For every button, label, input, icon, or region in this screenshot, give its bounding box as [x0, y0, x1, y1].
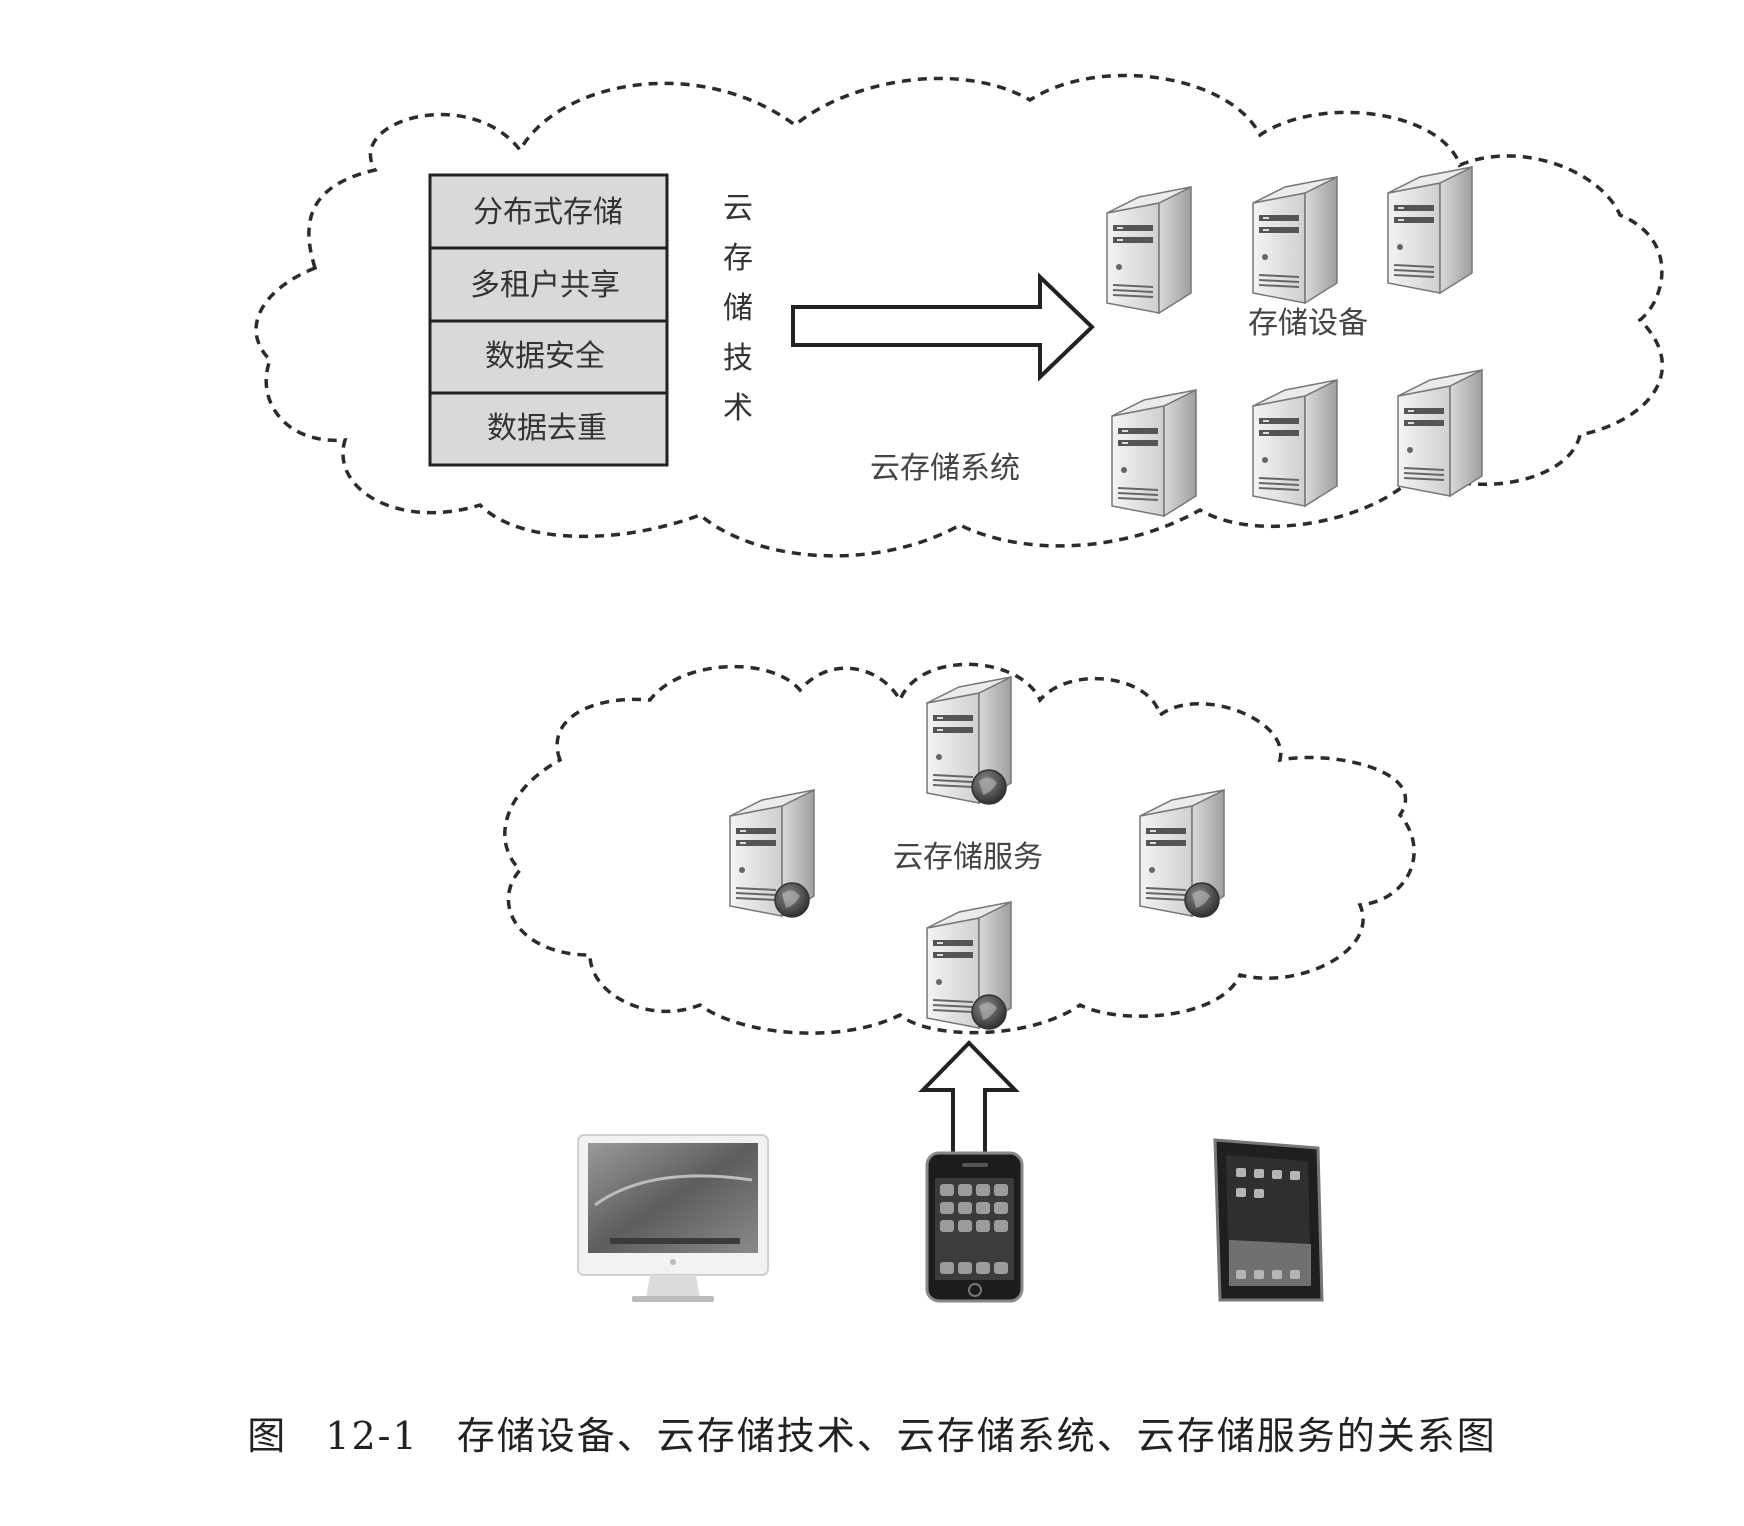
- server-icon: [1387, 166, 1473, 294]
- cloud-storage-tech-label: 云 存 储 技 术: [723, 191, 753, 426]
- tech-item-dedup-box: [428, 391, 669, 467]
- caption-text: 存储设备、云存储技术、云存储系统、云存储服务的关系图: [456, 1414, 1497, 1458]
- server-icon: [1111, 389, 1197, 517]
- storage-device-servers: [1106, 166, 1483, 517]
- server-globe-icon: [927, 677, 1011, 804]
- tech-label-char: 术: [723, 391, 753, 426]
- tech-item-label: 多租户共享: [470, 268, 620, 303]
- tech-label-char: 云: [723, 191, 753, 226]
- tech-label-char: 储: [723, 291, 753, 326]
- server-icon: [1252, 176, 1338, 304]
- right-arrow-icon: [791, 272, 1095, 382]
- caption-figure-number: 12-1: [325, 1414, 419, 1458]
- server-icon: [1252, 379, 1338, 507]
- tech-item-label: 数据去重: [487, 411, 607, 446]
- tech-label-char: 存: [723, 241, 753, 276]
- tech-item-label: 数据安全: [485, 339, 605, 374]
- smartphone-icon: [925, 1151, 1024, 1303]
- figure-caption: 图 12-1 存储设备、云存储技术、云存储系统、云存储服务的关系图: [0, 1405, 1744, 1460]
- server-globe-icon: [927, 902, 1011, 1029]
- cloud-storage-tech-list: 分布式存储 多租户共享 数据安全 数据去重: [428, 173, 669, 467]
- storage-devices-label: 存储设备: [1248, 306, 1368, 341]
- server-globe-icon: [1140, 790, 1224, 917]
- tech-label-char: 技: [723, 341, 753, 376]
- up-arrow-icon: [918, 1040, 1020, 1157]
- tech-item-distributed-storage-box: [428, 173, 669, 250]
- caption-figure-label: 图: [247, 1414, 288, 1458]
- server-icon: [1397, 369, 1483, 497]
- cloud-outline-bottom: [503, 662, 1416, 1035]
- cloud-outline-top: [254, 73, 1664, 558]
- cloud-storage-service-label: 云存储服务: [893, 840, 1043, 875]
- server-icon: [1106, 186, 1192, 314]
- desktop-computer-icon: [577, 1134, 769, 1302]
- server-globe-icon: [730, 790, 814, 917]
- cloud-storage-system-label: 云存储系统: [870, 451, 1020, 486]
- tech-item-multi-tenant-box: [428, 246, 669, 323]
- tablet-icon: [1213, 1138, 1324, 1302]
- tech-item-label: 分布式存储: [473, 195, 623, 230]
